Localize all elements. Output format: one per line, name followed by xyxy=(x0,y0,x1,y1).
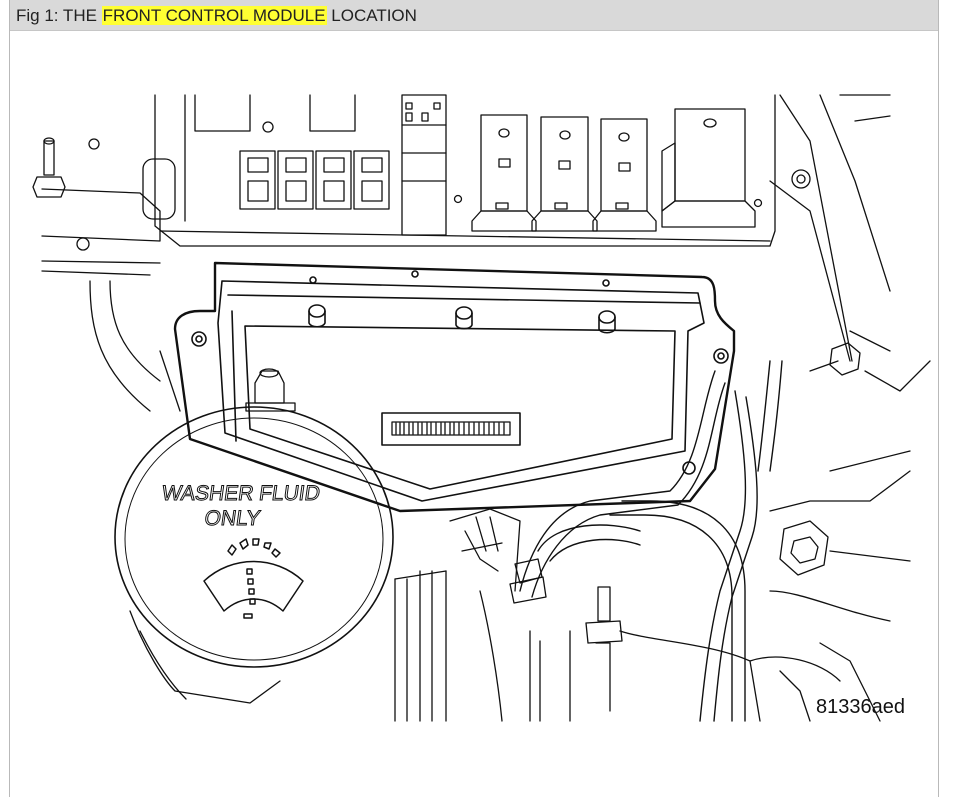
relay-3 xyxy=(592,118,657,232)
left-mounting-bracket xyxy=(41,138,176,276)
fuse-box-housing xyxy=(154,94,776,247)
relay-1 xyxy=(471,114,537,232)
cap-text-only: ONLY xyxy=(203,507,262,530)
relay-2 xyxy=(531,116,598,232)
caption-prefix: Fig 1: THE xyxy=(16,6,102,25)
large-relay xyxy=(661,108,756,228)
figure-caption: Fig 1: THE FRONT CONTROL MODULE LOCATION xyxy=(10,0,938,31)
reservoir-filler-neck xyxy=(245,368,296,412)
caption-suffix: LOCATION xyxy=(326,6,417,25)
tube-fittings xyxy=(509,558,623,712)
front-control-module xyxy=(173,261,736,513)
lower-components xyxy=(394,508,881,722)
tubing-lines xyxy=(519,360,783,722)
front-control-module-diagram: WASHER FLUID ONLY xyxy=(32,94,931,722)
right-bracket xyxy=(769,94,931,392)
module-label-barcode xyxy=(381,412,521,446)
mini-fuses xyxy=(239,150,390,210)
maxi-fuse-column xyxy=(401,94,447,236)
washer-fluid-cap xyxy=(114,406,394,668)
figure-reference-code: 81336aed xyxy=(816,696,905,718)
figure-frame: Fig 1: THE FRONT CONTROL MODULE LOCATION xyxy=(9,0,939,797)
caption-highlight: FRONT CONTROL MODULE xyxy=(101,6,327,25)
washer-reservoir-body xyxy=(89,280,281,704)
left-stud-bolt xyxy=(32,137,66,198)
right-lower-bolt xyxy=(769,450,911,622)
cap-text-washer-fluid: WASHER FLUID xyxy=(160,482,321,505)
windshield-washer-icon xyxy=(203,538,304,619)
